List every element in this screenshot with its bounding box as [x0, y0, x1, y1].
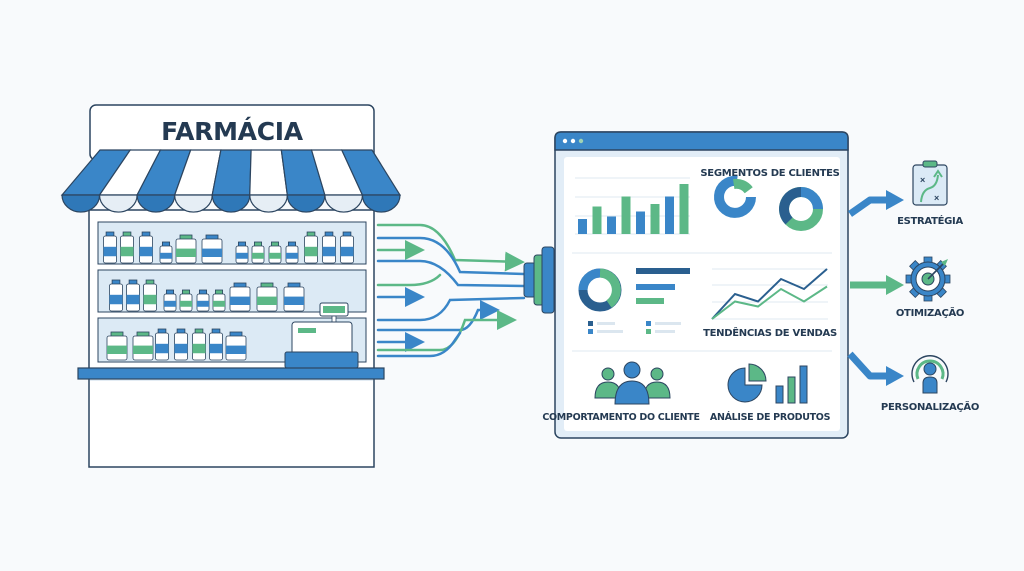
- flow-line: [376, 296, 526, 322]
- bottle-label: [304, 246, 318, 257]
- bottle-label: [126, 294, 140, 305]
- awning-scallop: [324, 194, 364, 213]
- bottle-label: [269, 252, 281, 259]
- panel-title-segments: SEGMENTOS DE CLIENTES: [700, 168, 839, 179]
- dashboard-titlebar: [554, 131, 849, 151]
- bottle-label: [180, 300, 192, 307]
- bottle-label: [120, 246, 134, 257]
- bottle-label: [230, 296, 250, 305]
- awning-scallop: [136, 194, 176, 213]
- bottle-label: [202, 248, 222, 257]
- bottle-label: [103, 246, 117, 257]
- segments-donut-2: [779, 187, 823, 231]
- flow-line: [376, 236, 526, 276]
- bottle-label: [109, 294, 123, 305]
- svg-text:×: ×: [934, 193, 939, 203]
- panel-title-products: ANÁLISE DE PRODUTOS: [710, 411, 831, 423]
- awning-scallop: [249, 194, 288, 213]
- cash-register: [284, 302, 359, 369]
- flow-line: [376, 223, 525, 272]
- bottle-label: [160, 252, 172, 259]
- bottle-label: [322, 246, 336, 257]
- bottle-label: [213, 300, 225, 307]
- bottle-label: [133, 345, 153, 354]
- svg-text:×: ×: [920, 175, 925, 185]
- trend-series-blue: [711, 268, 828, 320]
- mini-bar: [578, 219, 587, 234]
- trend-series-green: [711, 285, 828, 320]
- outcome-arrows: [847, 190, 904, 386]
- trend-line-chart: [711, 268, 828, 320]
- outcome-label-optimization: OTIMIZAÇÃO: [896, 306, 964, 319]
- awning-scallop: [174, 194, 213, 213]
- bottle-label: [107, 345, 127, 354]
- flow-line: [376, 259, 526, 288]
- mini-bar: [650, 204, 660, 234]
- bottle-label: [236, 252, 248, 259]
- store-sign: FARMÁCIA: [161, 117, 304, 146]
- store-counter: [77, 367, 385, 380]
- store-base: [88, 371, 375, 468]
- data-connector: [523, 246, 555, 314]
- flow-line: [376, 273, 442, 287]
- bottle-label: [176, 248, 196, 257]
- bottle-label: [174, 343, 188, 354]
- awning-scallop: [211, 194, 251, 213]
- gear-target-icon: [905, 256, 951, 302]
- product-analysis-icon: [727, 363, 808, 404]
- person-broadcast-icon: [911, 355, 949, 394]
- outcome-label-personalization: PERSONALIZAÇÃO: [881, 400, 979, 413]
- awning-scallop: [61, 194, 101, 213]
- bottle-label: [252, 252, 264, 259]
- mini-bar: [592, 206, 602, 234]
- awning: [60, 149, 402, 213]
- pharmacy-store: FARMÁCIA: [60, 104, 402, 468]
- panel-title-trends: TENDÊNCIAS DE VENDAS: [703, 326, 837, 339]
- bottle-label: [139, 246, 153, 257]
- flow-line: [376, 331, 462, 358]
- mini-bar: [607, 216, 616, 234]
- awning-scallop: [361, 194, 401, 213]
- bottle-label: [155, 343, 169, 354]
- bottle-label: [143, 294, 157, 305]
- segments-donut-1: [714, 175, 756, 218]
- window-dot-1[interactable]: [562, 138, 568, 144]
- window-dot-2[interactable]: [570, 138, 576, 144]
- bottle-label: [257, 296, 277, 305]
- mini-bar: [621, 196, 631, 234]
- window-dot-3[interactable]: [578, 138, 584, 144]
- mini-bar-chart: [575, 177, 690, 235]
- bottle-label: [340, 246, 354, 257]
- analytics-dashboard: SEGMENTOS DE CLIENTES: [542, 131, 849, 439]
- customer-group-icon: [594, 361, 671, 405]
- bottle-label: [284, 296, 304, 305]
- donut-with-legend: [578, 268, 690, 334]
- bottle-label: [164, 300, 176, 307]
- mini-bar: [679, 184, 689, 234]
- mini-bar: [636, 211, 645, 234]
- bottle-label: [226, 345, 246, 354]
- outcome-label-strategy: ESTRATÉGIA: [897, 214, 963, 227]
- bottle-label: [286, 252, 298, 259]
- bottle-label: [197, 300, 209, 307]
- clipboard-strategy-icon: × ×: [912, 160, 948, 206]
- bottle-label: [209, 343, 223, 354]
- bottle-label: [192, 343, 206, 354]
- mini-bar: [665, 196, 674, 234]
- data-flow-lines: [376, 223, 526, 358]
- awning-scallop: [286, 194, 326, 213]
- awning-scallop: [98, 194, 138, 213]
- flow-line: [376, 310, 517, 352]
- panel-title-behavior: COMPORTAMENTO DO CLIENTE: [542, 412, 699, 423]
